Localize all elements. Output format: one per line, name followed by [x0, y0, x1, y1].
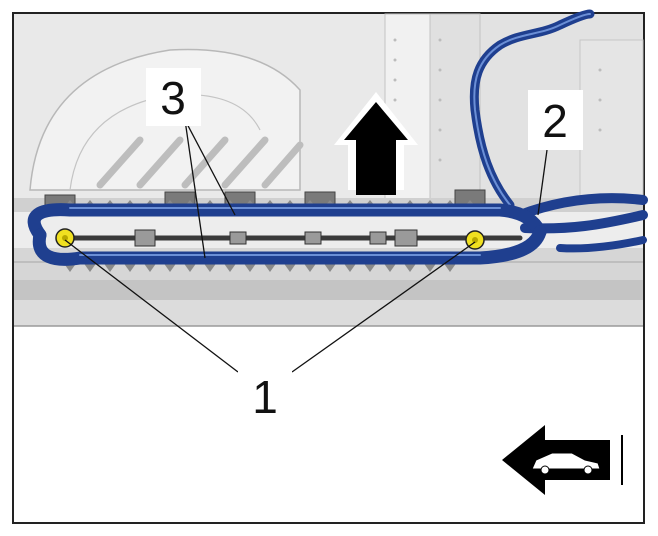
harness-clips [134, 229, 418, 247]
leader-lines [64, 119, 548, 373]
callout-1-label: 1 [252, 371, 278, 423]
callout-1: 1 [238, 368, 292, 426]
bolt-icon [55, 228, 75, 248]
callout-3-label: 3 [160, 72, 186, 124]
wiring-harness [27, 9, 648, 266]
vehicle-body-illustration [14, 13, 644, 327]
callout-3: 3 [146, 68, 201, 126]
car-direction-arrow-icon [502, 425, 623, 495]
callout-2-label: 2 [542, 95, 568, 147]
up-arrow-icon [334, 92, 418, 195]
callout-2: 2 [528, 90, 583, 150]
